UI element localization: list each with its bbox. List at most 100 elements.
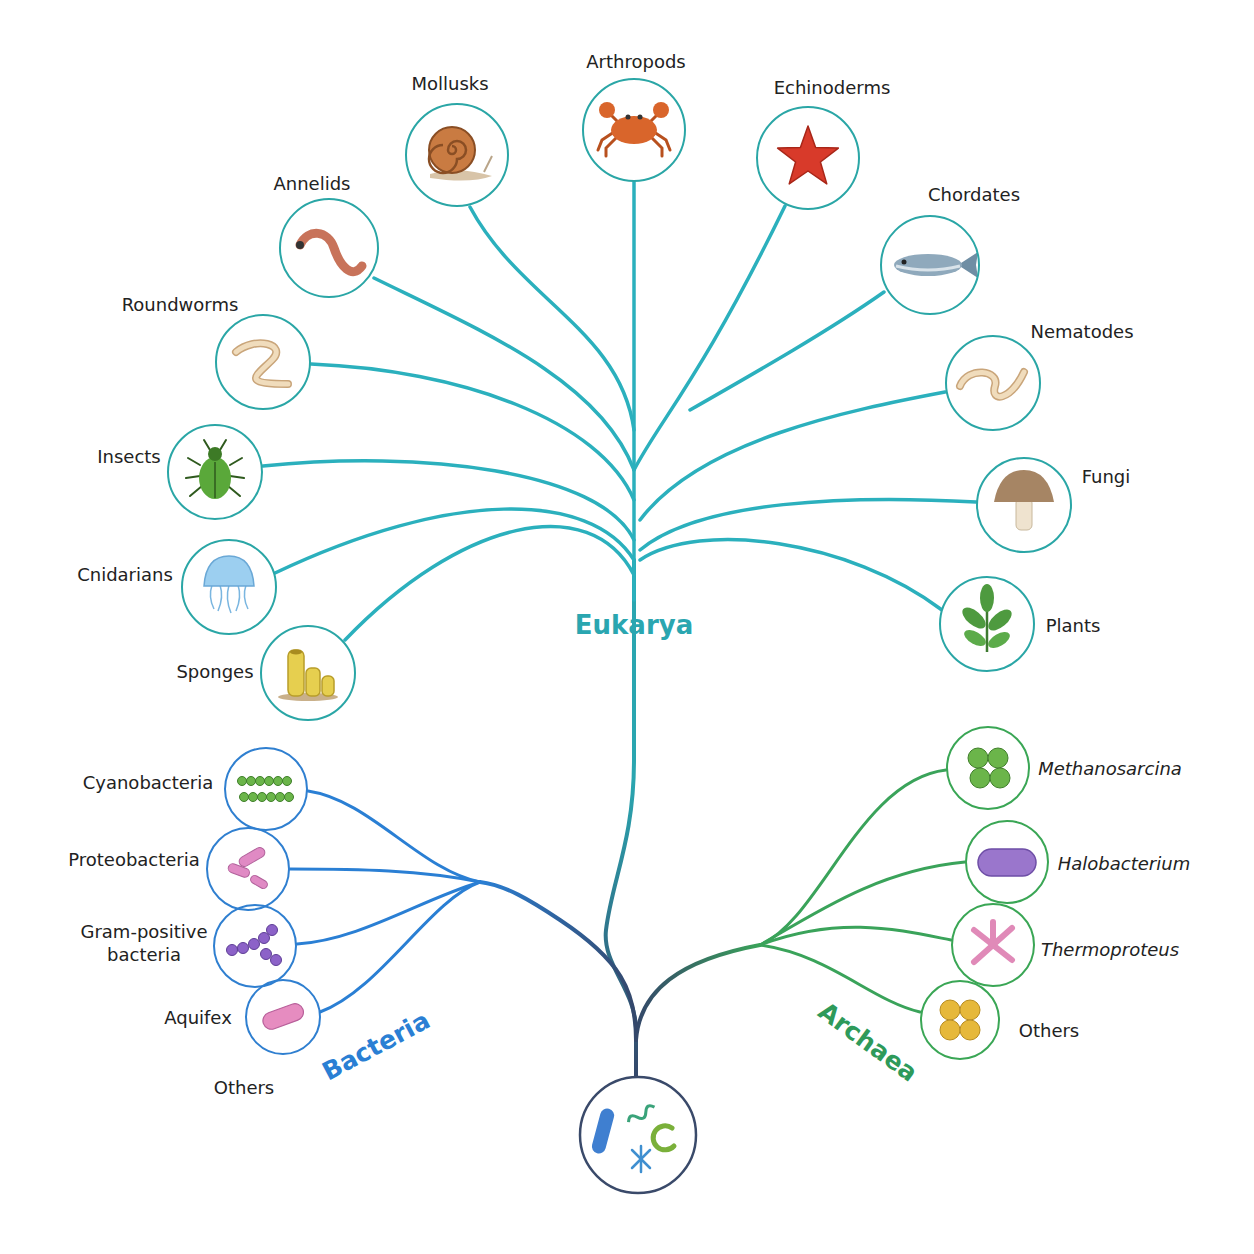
taxon-circle: Cyanobacteria xyxy=(224,747,308,831)
circle-fills-part xyxy=(280,199,378,297)
circle-fills-part xyxy=(952,904,1034,986)
taxon-label: Plants xyxy=(1046,614,1101,637)
branch-lines-part-part xyxy=(760,927,951,945)
root-cell-icon-part xyxy=(632,1146,650,1172)
circle-fills-part xyxy=(214,905,296,987)
proteobacteria-icon-part xyxy=(237,846,266,869)
beetle-icon-part-part xyxy=(220,440,226,450)
fish-icon-part xyxy=(896,266,960,270)
proteobacteria-icon xyxy=(227,846,269,890)
beetle-icon-part xyxy=(214,462,216,498)
halobacterium-icon xyxy=(978,849,1036,876)
beetle-icon-part-part xyxy=(228,486,240,496)
branch-lines-part-part xyxy=(760,945,920,1012)
group-label: Others xyxy=(214,1077,275,1098)
taxon-label: Proteobacteria xyxy=(68,848,200,871)
taxon-circle: Plants xyxy=(939,576,1035,672)
beetle-icon-part-part xyxy=(190,486,202,496)
plant-icon-part xyxy=(962,627,989,649)
cyanobacteria-icon-part xyxy=(249,793,258,802)
roundworm-icon-part xyxy=(236,343,288,384)
taxon-circle: Cnidarians xyxy=(181,539,277,635)
proteobacteria-icon-part xyxy=(227,862,251,878)
gram-positive-icon-part xyxy=(238,943,249,954)
aquifex-icon xyxy=(261,1001,306,1031)
beetle-icon-part-part xyxy=(188,458,200,465)
taxon-label: Cyanobacteria xyxy=(83,771,214,794)
gram-positive-icon xyxy=(227,925,282,966)
methanosarcina-icon-part xyxy=(970,768,990,788)
crab-icon-part xyxy=(599,102,615,118)
circle-fills-part xyxy=(977,458,1071,552)
root-cell-icon-part-part xyxy=(640,1146,643,1172)
root-cell-icon-part xyxy=(653,1126,674,1150)
branch-lines-part-part xyxy=(634,206,785,470)
jellyfish-icon-part-part xyxy=(227,585,231,613)
cyanobacteria-icon-part xyxy=(238,777,247,786)
branch-lines-part-part xyxy=(320,882,480,1012)
beetle-icon-part-part xyxy=(230,476,244,478)
plant-icon xyxy=(959,584,1015,652)
thermoproteus-icon xyxy=(974,922,1012,962)
roundworm-icon xyxy=(236,343,288,384)
crab-icon-part xyxy=(626,115,631,120)
taxon-label: Halobacterium xyxy=(1058,852,1190,875)
taxon-circle: Echinoderms xyxy=(756,106,860,210)
taxon-label: Sponges xyxy=(176,660,253,683)
taxon-label: Gram-positive bacteria xyxy=(79,920,209,967)
jellyfish-icon-part xyxy=(210,585,248,613)
mushroom-icon xyxy=(994,470,1054,530)
taxon-label: Roundworms xyxy=(122,293,239,316)
cyanobacteria-icon-part xyxy=(267,793,276,802)
cyanobacteria-icon-part xyxy=(285,793,294,802)
crab-icon-part xyxy=(611,116,657,144)
taxon-circle: Gram-positive bacteria xyxy=(213,904,297,988)
root-cell-icon-part xyxy=(590,1107,615,1155)
branch-lines-part xyxy=(290,791,480,1012)
crab-icon-part-part xyxy=(652,138,662,156)
cyanobacteria-icon-part xyxy=(240,793,249,802)
circle-fills-part xyxy=(216,315,310,409)
circle-fills-part xyxy=(757,107,859,209)
gram-positive-icon-part xyxy=(249,939,260,950)
taxon-label: Insects xyxy=(97,445,161,468)
sponge-icon xyxy=(278,650,338,702)
jellyfish-icon-part-part xyxy=(210,585,214,609)
circle-fills-part xyxy=(583,79,685,181)
taxon-label: Cnidarians xyxy=(77,563,173,586)
taxon-label: Thermoproteus xyxy=(1041,938,1179,961)
mushroom-icon-part xyxy=(1016,498,1032,530)
taxon-label: Annelids xyxy=(273,172,350,195)
taxon-label: Others xyxy=(1019,1019,1080,1042)
cyanobacteria-icon-part xyxy=(274,777,283,786)
aquifex-icon-part xyxy=(261,1001,306,1031)
crab-icon-part xyxy=(653,102,669,118)
circle-fills-part xyxy=(182,540,276,634)
taxon-circle: Nematodes xyxy=(945,335,1041,431)
crab-icon-part-part xyxy=(606,138,616,156)
cyanobacteria-icon-part xyxy=(256,777,265,786)
taxon-label: Mollusks xyxy=(411,72,488,95)
beetle-icon-part xyxy=(208,447,222,461)
archaea-cluster-icon-part xyxy=(940,1000,960,1020)
cyanobacteria-icon-part xyxy=(265,777,274,786)
taxon-circle: Fungi xyxy=(976,457,1072,553)
crab-icon-part xyxy=(638,115,643,120)
jellyfish-icon-part-part xyxy=(218,585,222,611)
snail-icon-part xyxy=(429,127,475,173)
root-cell-icon-part xyxy=(580,1077,696,1193)
jellyfish-icon-part-part xyxy=(236,585,240,611)
branch-lines-part xyxy=(263,182,976,640)
cyanobacteria-icon-part xyxy=(276,793,285,802)
crab-icon xyxy=(598,102,670,156)
taxon-circle: Chordates xyxy=(880,215,980,315)
branch-lines xyxy=(263,182,976,1077)
domain-label: Archaea xyxy=(813,996,923,1087)
methanosarcina-icon xyxy=(968,748,1010,788)
circle-fills-part xyxy=(921,981,999,1059)
root-cell-icon xyxy=(580,1077,696,1193)
beetle-icon-part-part xyxy=(186,476,200,478)
nematode-icon-part xyxy=(960,372,1024,397)
root-cell-icon-part xyxy=(627,1104,657,1126)
taxon-circle: Halobacterium xyxy=(965,820,1049,904)
